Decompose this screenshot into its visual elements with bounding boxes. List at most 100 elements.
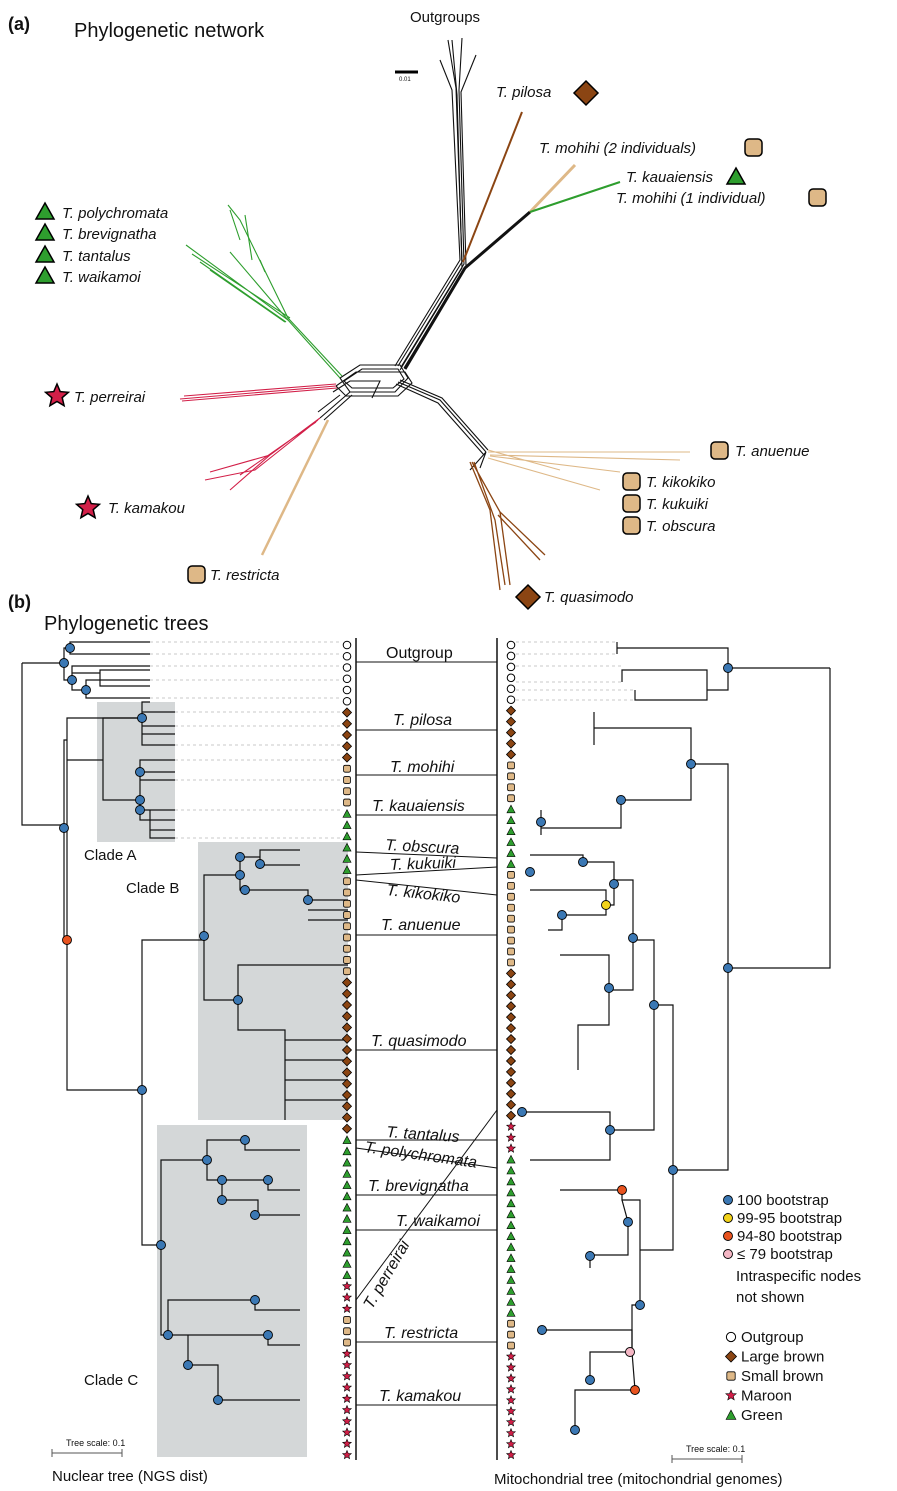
square-icon <box>507 925 515 934</box>
circle-icon <box>506 662 516 672</box>
tip-outgroups: Outgroups <box>410 9 480 26</box>
support-legend-label: 94-80 bootstrap <box>737 1228 842 1245</box>
circle-icon <box>342 651 352 661</box>
circle-icon <box>342 640 352 650</box>
diamond-icon <box>505 1099 517 1110</box>
support-node <box>303 895 313 905</box>
star-icon <box>341 1427 353 1437</box>
support-node <box>617 1185 627 1195</box>
circle-icon <box>506 651 516 661</box>
square-icon <box>507 1330 515 1339</box>
square-icon <box>507 871 515 879</box>
triangle-icon <box>34 244 56 263</box>
square-icon <box>343 956 351 964</box>
triangle-icon <box>725 166 747 185</box>
tip-kikokiko: T. kikokiko <box>646 474 715 491</box>
support-node <box>65 643 75 653</box>
support-nodes <box>59 643 733 1435</box>
square-icon <box>622 516 641 535</box>
square-icon <box>343 888 351 897</box>
square-icon <box>507 914 515 923</box>
tip-restricta: T. restricta <box>210 567 279 584</box>
square-icon <box>507 958 515 967</box>
diamond-icon <box>341 1123 353 1134</box>
diamond-icon <box>724 1350 738 1363</box>
diamond-icon <box>341 999 353 1011</box>
support-node <box>81 685 91 695</box>
square-icon <box>710 441 729 460</box>
panel-a-title: Phylogenetic network <box>74 20 265 42</box>
support-node <box>630 1385 640 1395</box>
mito-leaders <box>516 641 635 701</box>
triangle-icon <box>506 815 516 825</box>
support-node <box>570 1425 580 1435</box>
diamond-icon <box>505 716 517 727</box>
support-node <box>213 1395 223 1405</box>
triangle-icon <box>506 1187 516 1197</box>
diamond-icon <box>505 1077 517 1088</box>
triangle-icon <box>342 842 352 852</box>
support-node <box>235 852 245 862</box>
star-icon <box>341 1404 353 1415</box>
triangle-icon <box>342 1191 352 1201</box>
triangle-icon <box>342 809 352 818</box>
tree-scale-left-label: Tree scale: 0.1 <box>66 1438 125 1448</box>
star-icon <box>505 1143 517 1153</box>
tip-waikamoi: T. waikamoi <box>62 269 141 286</box>
tip-kukuiki: T. kukuiki <box>646 496 709 513</box>
star-icon <box>505 1351 517 1361</box>
support-node <box>601 900 611 910</box>
diamond-icon <box>341 1044 353 1056</box>
support-node <box>240 885 250 895</box>
tip-perreirai: T. perreirai <box>74 389 146 406</box>
diamond-icon <box>341 1033 353 1044</box>
diamond-icon <box>505 979 517 990</box>
nuclear-markers <box>341 640 353 1460</box>
panel-b: (b) Phylogenetic trees Clade A Clade B C… <box>8 592 861 1488</box>
diamond-icon <box>341 1022 353 1033</box>
triangle-icon <box>506 1286 516 1295</box>
star-icon <box>505 1132 517 1142</box>
triangle-icon <box>342 1180 352 1189</box>
diamond-icon <box>505 738 517 749</box>
star-icon <box>505 1362 517 1372</box>
diamond-icon <box>514 583 542 611</box>
diamond-icon <box>341 1089 353 1101</box>
square-icon <box>187 565 206 584</box>
square-icon <box>507 783 515 792</box>
support-node <box>137 713 147 723</box>
triangle-icon <box>506 859 516 868</box>
support-node <box>62 935 72 945</box>
tip-polychromata: T. polychromata <box>62 205 168 222</box>
tip-obscura: T. obscura <box>646 518 716 535</box>
label-mohihi: T. mohihi <box>390 759 455 776</box>
panel-b-title: Phylogenetic trees <box>44 613 209 635</box>
square-icon <box>507 881 515 890</box>
circle-icon <box>506 673 516 683</box>
diamond-icon <box>505 1088 517 1099</box>
support-node <box>199 931 209 941</box>
diamond-icon <box>505 705 517 716</box>
star-icon <box>341 1292 353 1302</box>
triangle-icon <box>34 222 56 241</box>
branch-pilosa <box>462 111 523 263</box>
triangle-icon <box>725 1409 737 1420</box>
group-legend-label: Maroon <box>741 1388 792 1405</box>
tip-kamakou: T. kamakou <box>108 500 186 517</box>
diamond-icon <box>341 752 353 763</box>
clade-c-label: Clade C <box>84 1372 138 1389</box>
support-node <box>649 1000 659 1010</box>
diamond-icon <box>341 729 353 741</box>
triangle-icon <box>506 1242 516 1251</box>
square-icon <box>622 472 641 491</box>
diamond-icon <box>505 1033 517 1045</box>
circle-icon <box>506 640 516 650</box>
support-node <box>609 879 619 889</box>
square-icon <box>343 1316 351 1324</box>
triangle-icon <box>506 1198 516 1208</box>
square-icon <box>343 899 351 908</box>
triangle-icon <box>506 1231 516 1240</box>
support-node <box>537 1325 547 1335</box>
circle-icon <box>506 684 516 694</box>
